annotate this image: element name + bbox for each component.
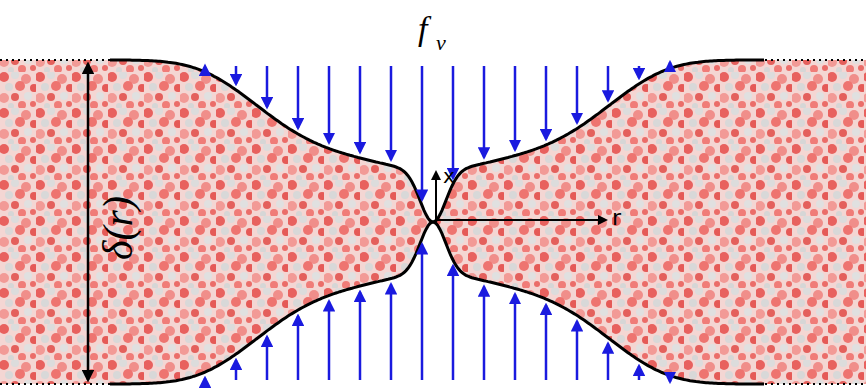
film-surface (110, 60, 764, 222)
force-arrow (235, 360, 238, 380)
force-arrow (483, 66, 486, 157)
force-arrow (545, 305, 548, 380)
r-axis (436, 219, 606, 221)
fluid-film (0, 60, 866, 384)
force-subscript: v (436, 32, 446, 54)
force-arrow (328, 66, 331, 143)
force-arrow (669, 380, 672, 382)
force-arrow (483, 287, 486, 380)
thickness-label: δ(r) (97, 196, 139, 260)
force-arrow (638, 66, 641, 78)
force-arrow (390, 285, 393, 381)
force-arrow (266, 337, 269, 380)
force-arrow (235, 66, 238, 84)
force-arrow (576, 66, 579, 123)
force-arrow (328, 302, 331, 381)
force-arrow (514, 294, 517, 380)
force-arrow (266, 66, 269, 107)
force-arrow (607, 344, 610, 380)
force-arrow (421, 245, 424, 380)
force-arrow (359, 292, 362, 380)
axis-label: x (443, 166, 455, 186)
force-arrow (669, 62, 672, 66)
force-arrow (452, 266, 455, 380)
force-arrows (205, 62, 670, 381)
dotted-boundary (0, 60, 866, 384)
force-arrow (297, 316, 300, 380)
force-arrow (545, 66, 548, 139)
force-arrow (421, 66, 424, 199)
force-arrow (359, 66, 362, 152)
force-arrow (638, 366, 641, 380)
force-arrow (576, 322, 579, 381)
axis-label: r (612, 207, 621, 229)
film-surface (110, 222, 764, 384)
x-axis (435, 172, 437, 220)
force-symbol: f (418, 12, 427, 46)
force-arrow (297, 66, 300, 128)
force-arrow (204, 65, 207, 68)
force-arrow (452, 66, 455, 178)
force-arrow (514, 66, 517, 150)
force-arrow (607, 66, 610, 100)
thickness-arrow (87, 64, 90, 380)
force-arrow (390, 66, 393, 160)
force-arrow (204, 378, 207, 380)
